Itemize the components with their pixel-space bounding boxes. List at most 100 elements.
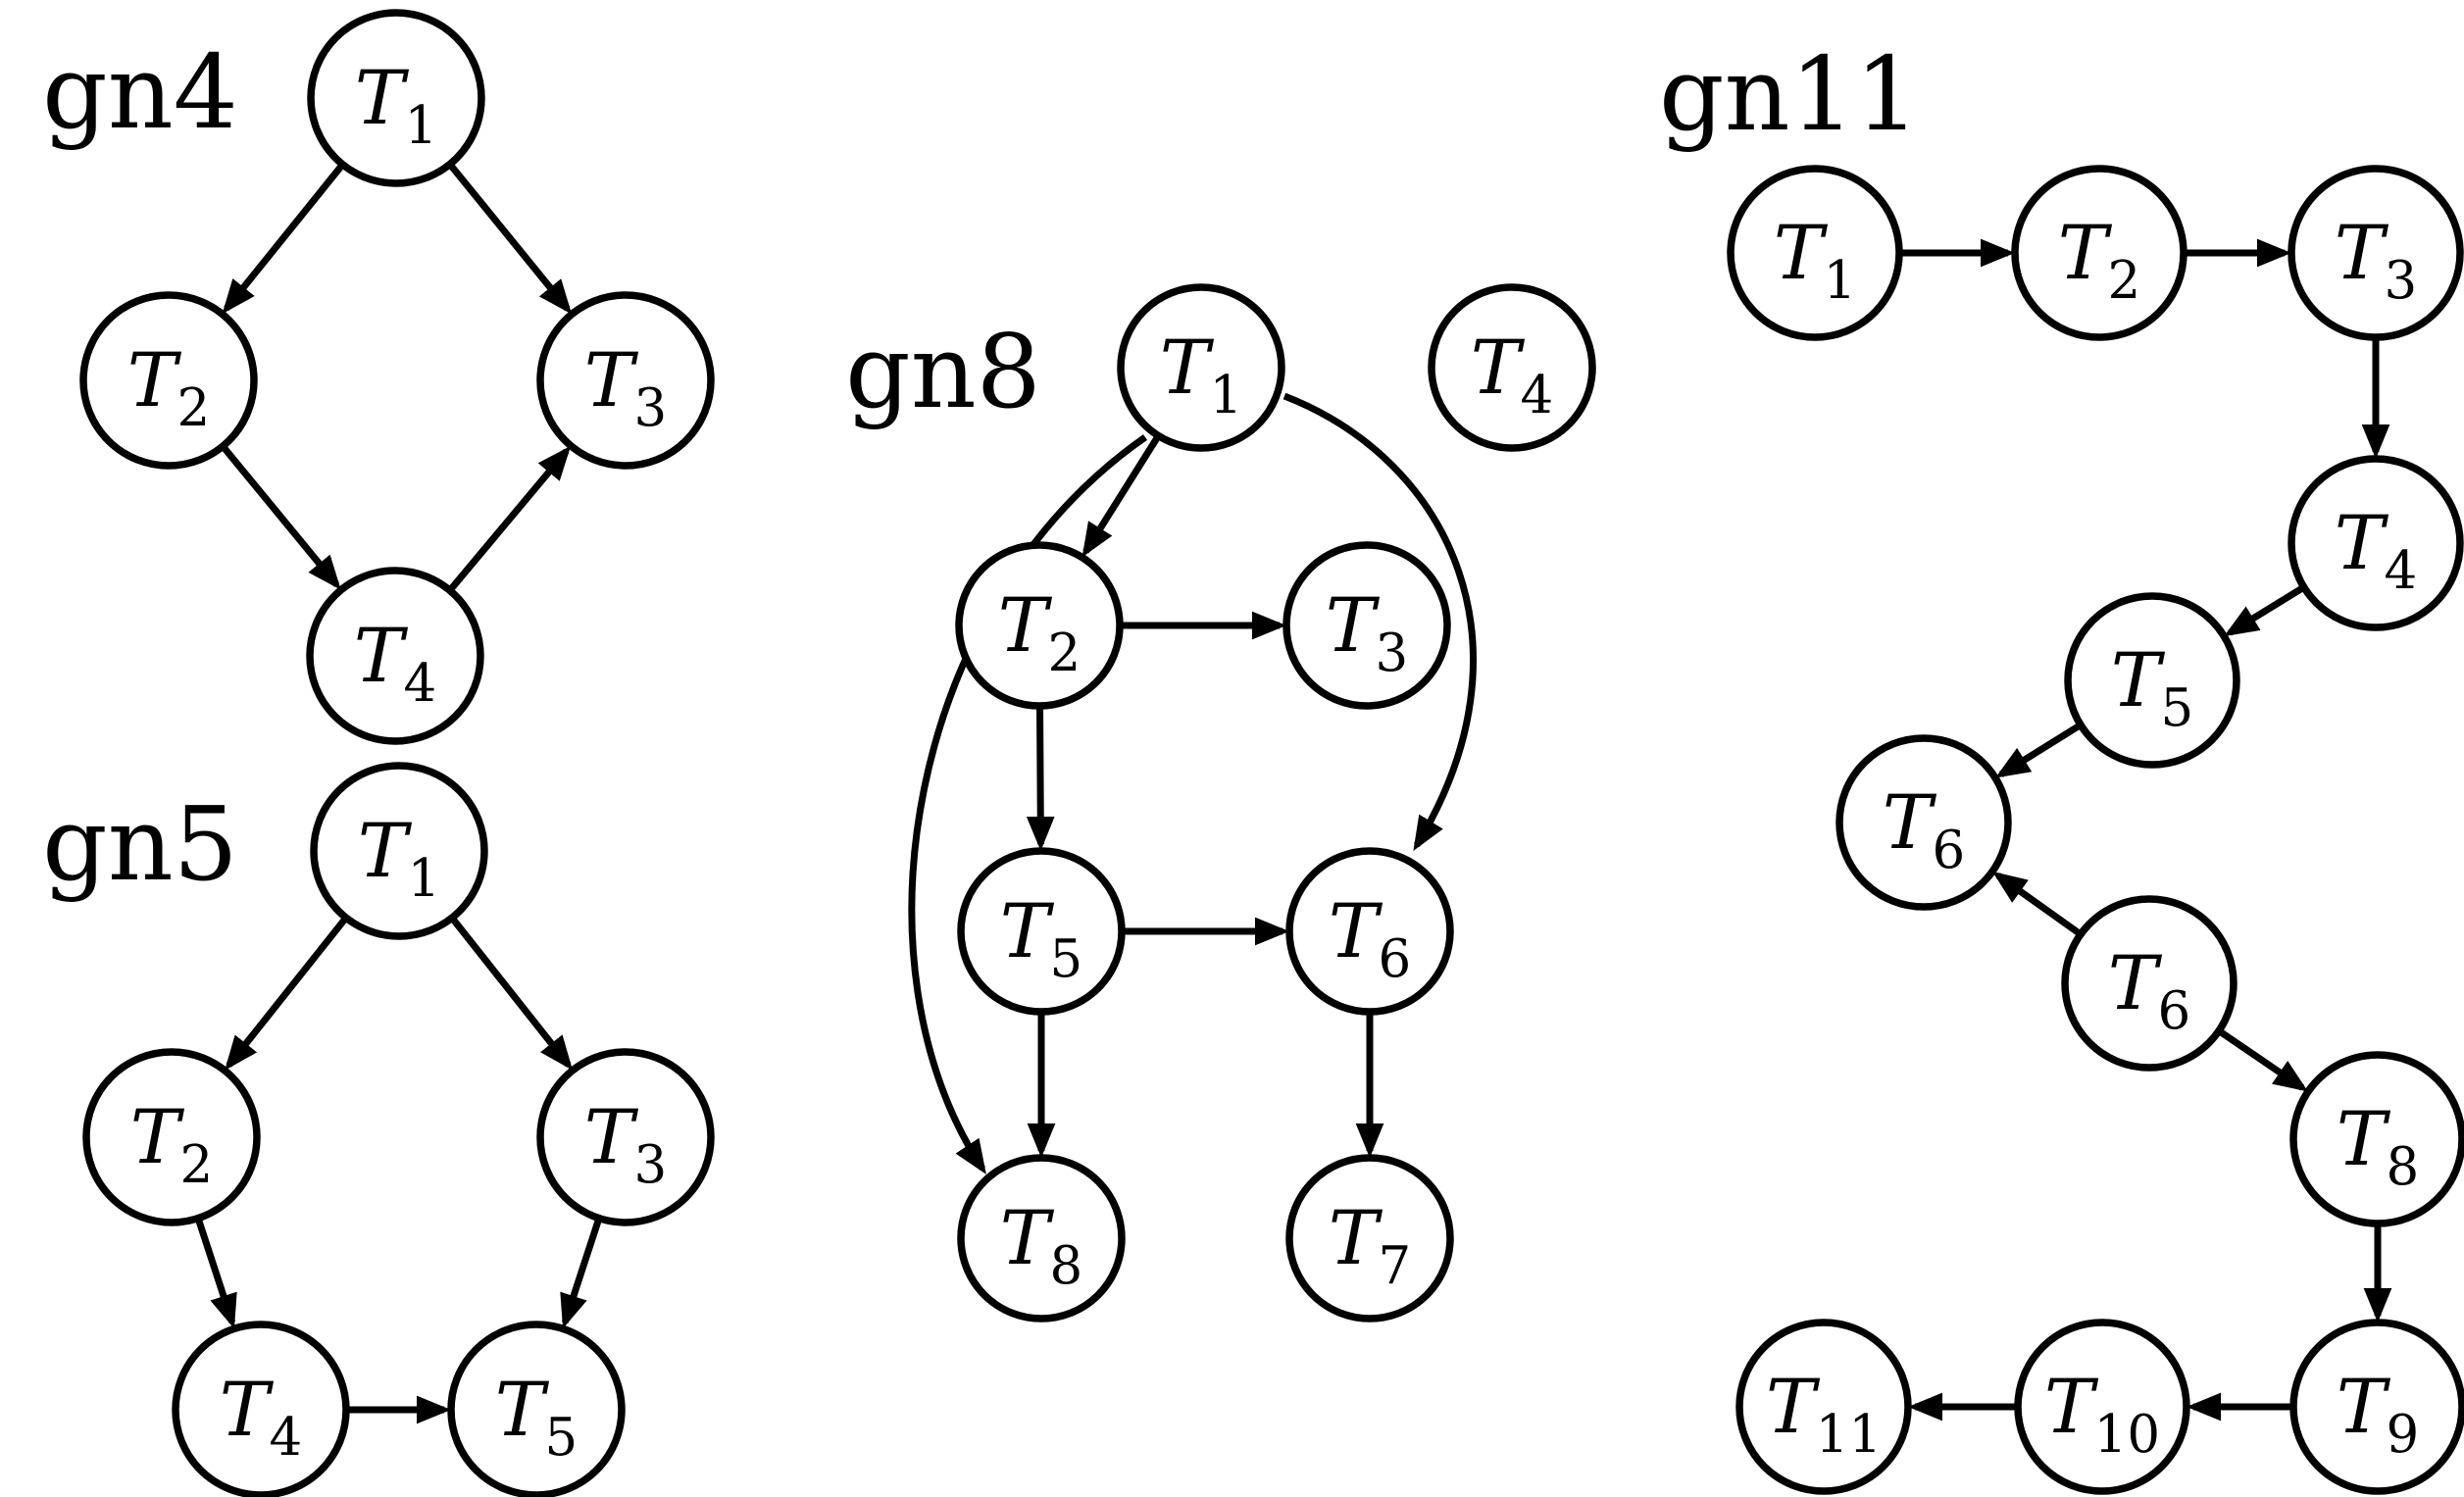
- edge-gn8-T2-T5: [1026, 705, 1055, 852]
- node-gn11-T3: T3: [2288, 165, 2464, 341]
- node-gn5-T5: T5: [447, 1321, 626, 1497]
- node-circle-gn5-T5: [447, 1321, 626, 1497]
- edge-gn5-T2-T4: [194, 1217, 237, 1329]
- node-label-gn11-T9: T9: [2337, 1363, 2419, 1465]
- node-circle-gn11-T11: [1735, 1319, 1912, 1495]
- node-label-base: T: [355, 54, 410, 141]
- edge-gn5-T1-T2: [225, 915, 349, 1071]
- node-gn8-T3: T3: [1282, 541, 1451, 710]
- node-gn8-T1: T1: [1117, 283, 1285, 452]
- node-label-base: T: [2111, 636, 2166, 724]
- node-label-gn11-T6b: T6: [2108, 939, 2190, 1041]
- node-label-base: T: [584, 336, 639, 424]
- node-label-base: T: [1766, 1363, 1821, 1450]
- node-label-subscript: 5: [2160, 678, 2193, 738]
- node-label-base: T: [1326, 581, 1381, 669]
- node-label-gn11-T4: T4: [2335, 499, 2417, 601]
- node-label-subscript: 11: [1816, 1405, 1882, 1465]
- node-label-subscript: 4: [1520, 366, 1553, 425]
- node-gn11-T9: T9: [2289, 1319, 2464, 1495]
- node-gn8-T6: T6: [1285, 847, 1454, 1016]
- node-label-subscript: 4: [403, 654, 436, 714]
- edge-gn8-T1-T2: [1081, 433, 1162, 558]
- node-gn4-T3: T3: [536, 291, 715, 470]
- node-label-subscript: 10: [2094, 1405, 2160, 1465]
- node-circle-gn8-T1: [1117, 283, 1285, 452]
- edge-gn11-T6b-T8: [2217, 1027, 2308, 1092]
- node-label-subscript: 3: [2384, 251, 2417, 311]
- node-circle-gn4-T3: [536, 291, 715, 470]
- node-circle-gn4-T1: [307, 9, 485, 187]
- node-label-subscript: 5: [1049, 929, 1082, 989]
- node-label-gn5-T5: T5: [495, 1366, 578, 1468]
- node-label-base: T: [1329, 887, 1383, 974]
- edge-gn4-T2-T4: [220, 443, 341, 590]
- node-label-base: T: [2058, 209, 2113, 296]
- node-gn8-T8: T8: [957, 1154, 1126, 1322]
- node-label-subscript: 2: [2107, 251, 2140, 311]
- node-label-base: T: [354, 612, 409, 699]
- node-circle-gn8-T3: [1282, 541, 1451, 710]
- node-gn5-T1: T1: [310, 762, 488, 940]
- node-label-subscript: 8: [2386, 1137, 2419, 1197]
- node-label-base: T: [2108, 939, 2163, 1026]
- edge-gn11-T6b-T6a: [1992, 871, 2084, 937]
- node-label-gn5-T4: T4: [220, 1366, 302, 1468]
- node-label-subscript: 6: [2157, 981, 2190, 1041]
- node-circle-gn4-T2: [79, 291, 258, 470]
- node-label-subscript: 4: [2384, 541, 2417, 601]
- node-label-gn4-T4: T4: [354, 612, 436, 714]
- node-circle-gn5-T3: [536, 1048, 715, 1226]
- node-circle-gn8-T2: [955, 541, 1124, 710]
- node-gn11-T5: T5: [2064, 592, 2240, 769]
- edge-gn4-T1-T3: [447, 162, 573, 315]
- node-circle-gn11-T6b: [2061, 895, 2238, 1072]
- node-label-base: T: [130, 1093, 185, 1180]
- node-label-subscript: 2: [1047, 624, 1081, 683]
- node-label-gn5-T1: T1: [358, 807, 440, 909]
- node-label-gn8-T7: T7: [1329, 1194, 1411, 1296]
- node-gn8-T7: T7: [1285, 1154, 1454, 1322]
- node-label-subscript: 8: [1049, 1236, 1082, 1296]
- node-circle-gn8-T7: [1285, 1154, 1454, 1322]
- node-label-gn8-T5: T5: [1000, 887, 1082, 989]
- graph-title-gn8: gn8: [845, 312, 1041, 431]
- node-label-subscript: 1: [1209, 366, 1242, 425]
- node-circle-gn11-T3: [2288, 165, 2464, 341]
- node-gn11-T6b: T6: [2061, 895, 2238, 1072]
- node-circle-gn5-T1: [310, 762, 488, 940]
- graph-title-gn5: gn5: [42, 784, 238, 904]
- node-label-base: T: [998, 581, 1053, 669]
- node-circle-gn11-T2: [2011, 165, 2187, 341]
- node-gn8-T5: T5: [957, 847, 1126, 1016]
- node-label-gn5-T3: T3: [584, 1093, 667, 1195]
- node-label-gn4-T3: T3: [584, 336, 667, 438]
- graph-title-gn4: gn4: [42, 32, 238, 152]
- node-label-gn8-T4: T4: [1471, 324, 1553, 425]
- node-gn5-T4: T4: [172, 1321, 350, 1497]
- node-label-subscript: 6: [1378, 929, 1411, 989]
- node-label-gn11-T3: T3: [2335, 209, 2417, 311]
- node-gn5-T2: T2: [82, 1048, 261, 1226]
- node-label-base: T: [584, 1093, 639, 1180]
- node-label-gn8-T2: T2: [998, 581, 1081, 683]
- node-label-subscript: 3: [633, 1135, 667, 1195]
- edge-gn8-T1-T6: [1282, 392, 1477, 851]
- node-gn5-T3: T3: [536, 1048, 715, 1226]
- node-circle-gn8-T6: [1285, 847, 1454, 1016]
- node-circle-gn8-T8: [957, 1154, 1126, 1322]
- node-circle-gn11-T5: [2064, 592, 2240, 769]
- node-label-gn4-T1: T1: [355, 54, 437, 156]
- node-gn11-T8: T8: [2289, 1051, 2464, 1227]
- node-label-gn11-T6a: T6: [1883, 778, 1965, 880]
- edge-gn4-T1-T2: [222, 162, 346, 315]
- node-label-base: T: [1000, 887, 1055, 974]
- node-label-subscript: 1: [404, 96, 437, 156]
- node-gn8-T4: T4: [1428, 283, 1596, 452]
- node-label-subscript: 3: [1375, 624, 1408, 683]
- node-label-gn11-T10: T10: [2044, 1363, 2160, 1465]
- node-circle-gn11-T4: [2288, 455, 2464, 631]
- node-circle-gn5-T4: [172, 1321, 350, 1497]
